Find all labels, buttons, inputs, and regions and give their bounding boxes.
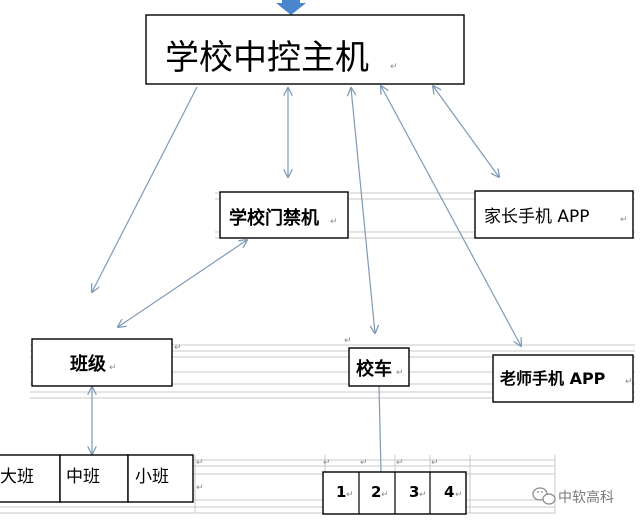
node-school-bus: 校车 ↵ ↵ — [344, 336, 410, 387]
connector-main-teacher — [381, 86, 521, 346]
node-class: 班级 ↵ ↵ — [31, 338, 182, 387]
big-class-label: 大班 — [0, 467, 34, 487]
class-label: 班级 — [70, 353, 107, 375]
bus-2-label: 2 — [371, 483, 381, 501]
teacher-app-label: 老师手机 APP — [499, 369, 606, 388]
bus-4-label: 4 — [444, 483, 454, 501]
svg-text:↵: ↵ — [196, 483, 204, 493]
svg-text:↵: ↵ — [431, 458, 439, 468]
bus-3-label: 3 — [409, 483, 419, 501]
svg-text:↵: ↵ — [620, 215, 628, 225]
node-parent-app: 家长手机 APP ↵ — [474, 190, 634, 239]
connectors — [92, 86, 521, 473]
small-class-label: 小班 — [135, 467, 169, 487]
parent-app-label: 家长手机 APP — [484, 207, 590, 227]
svg-text:↵: ↵ — [360, 458, 368, 468]
node-school-gate: 学校门禁机 ↵ — [219, 191, 349, 239]
svg-text:↵: ↵ — [196, 458, 204, 468]
node-main-host: 学校中控主机 ↵ — [145, 14, 465, 85]
main-host-label: 学校中控主机 — [165, 38, 369, 78]
connector-main-parent — [433, 86, 499, 177]
svg-text:↵: ↵ — [625, 377, 633, 387]
node-grades: 大班 中班 小班 ↵ ↵ — [0, 454, 204, 503]
connector-main-to-class — [92, 86, 198, 292]
node-teacher-app: 老师手机 APP ↵ — [492, 354, 634, 403]
svg-text:↵: ↵ — [109, 363, 117, 373]
middle-class-label: 中班 — [66, 467, 100, 487]
svg-text:↵: ↵ — [396, 368, 404, 378]
incoming-arrow-icon — [276, 0, 306, 15]
watermark-text: 中软高科 — [558, 489, 614, 506]
school-bus-label: 校车 — [356, 358, 392, 380]
svg-text:↵: ↵ — [174, 343, 182, 353]
bus-1-label: 1 — [336, 483, 346, 501]
svg-text:↵: ↵ — [455, 490, 463, 500]
connector-bus-numbers — [378, 385, 382, 473]
svg-text:↵: ↵ — [330, 217, 338, 227]
connector-main-bus — [351, 88, 375, 333]
svg-text:↵: ↵ — [381, 490, 389, 500]
connector-gate-class — [118, 240, 247, 327]
svg-text:↵: ↵ — [344, 336, 352, 346]
svg-text:↵: ↵ — [346, 490, 354, 500]
svg-text:↵: ↵ — [396, 458, 404, 468]
svg-text:↵: ↵ — [419, 490, 427, 500]
node-bus-numbers: 1 2 3 4 ↵ ↵ ↵ ↵ ↵ ↵ ↵ ↵ — [322, 458, 467, 515]
school-gate-label: 学校门禁机 — [229, 207, 319, 229]
wechat-logo-icon — [532, 487, 556, 505]
watermark: 中软高科 — [532, 487, 614, 506]
svg-text:↵: ↵ — [390, 62, 398, 72]
svg-text:↵: ↵ — [323, 458, 331, 468]
